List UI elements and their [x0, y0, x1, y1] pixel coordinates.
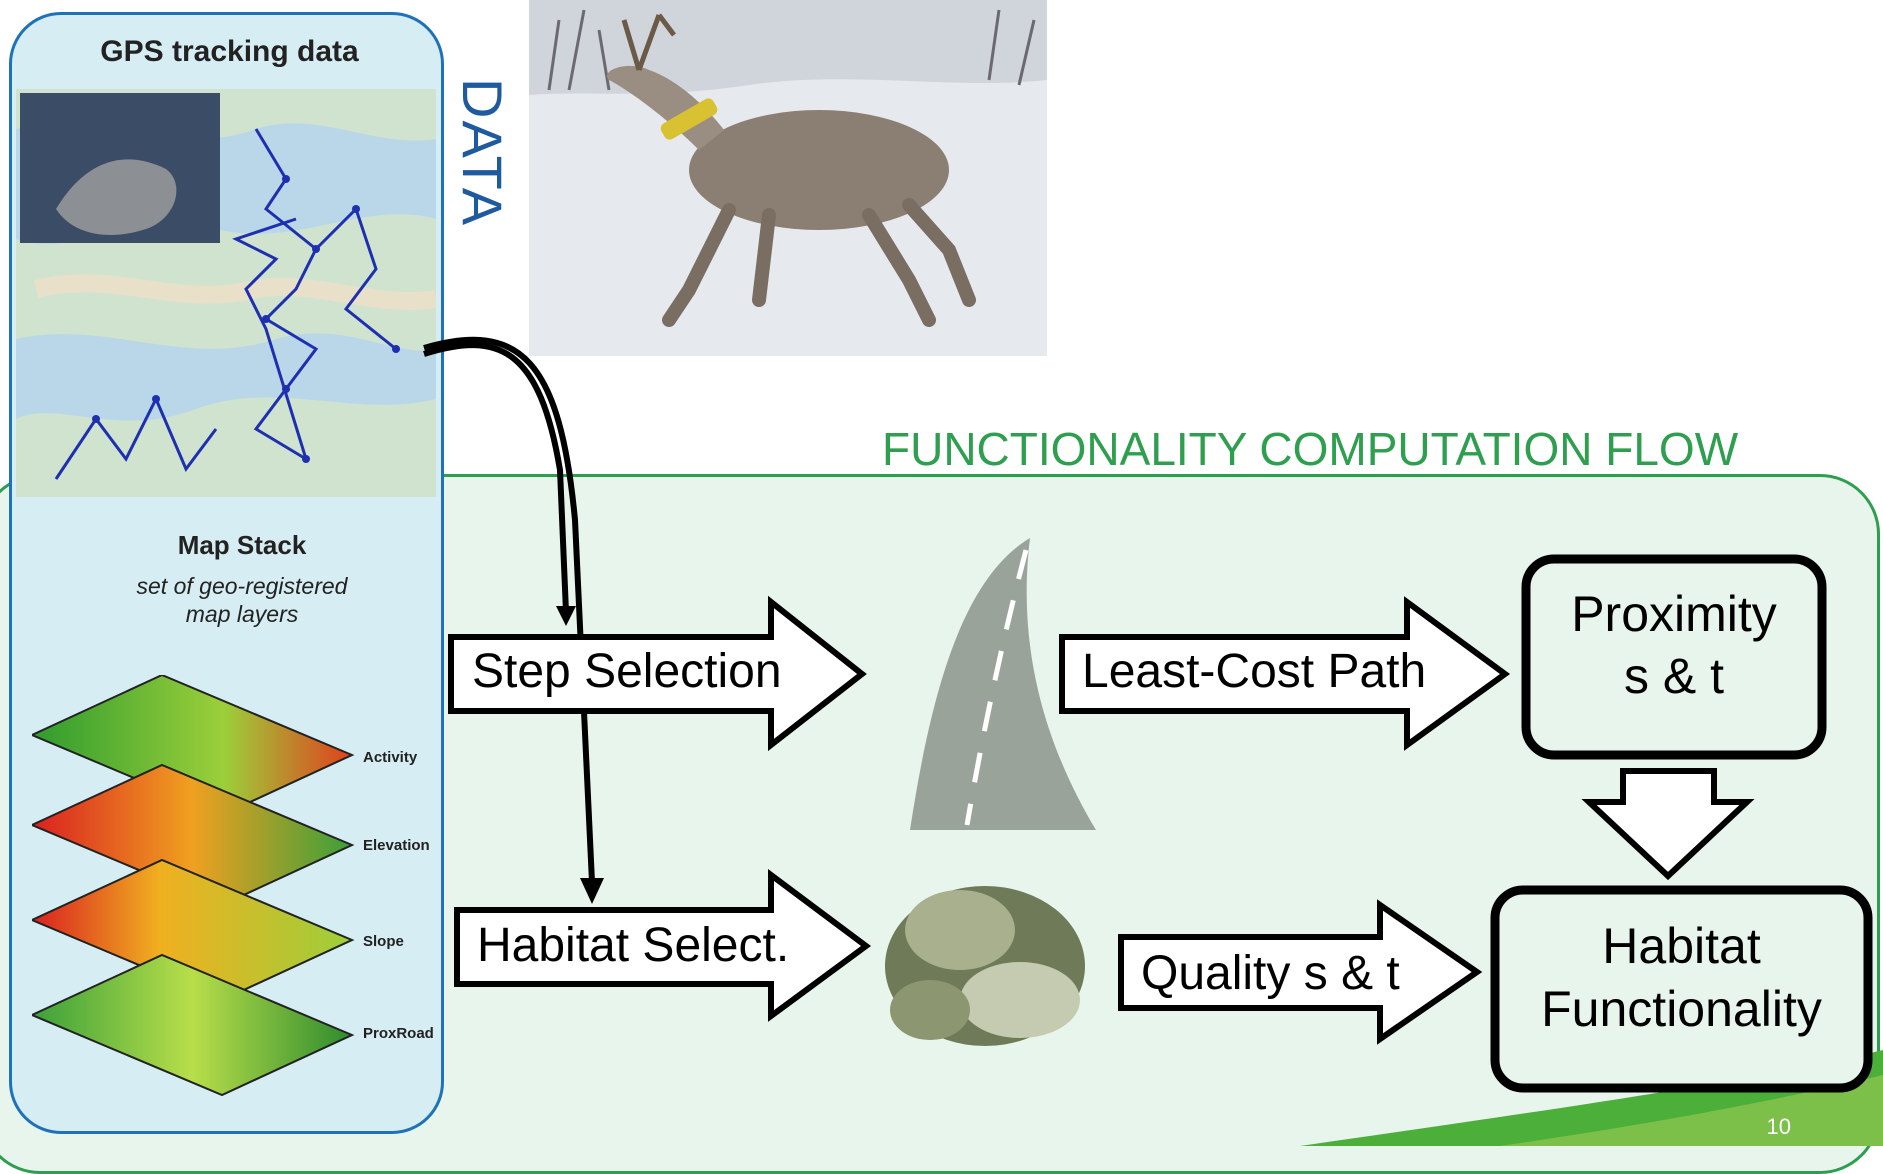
reindeer-head [607, 65, 724, 150]
connector-arrows [423, 336, 1873, 1093]
proximity-label-line1: Proximity [1571, 586, 1777, 642]
gps-map-image [16, 89, 436, 497]
map-terrain [33, 274, 436, 311]
step-selection-arrow [448, 595, 867, 752]
flow-title: FUNCTIONALITY COMPUTATION FLOW [882, 423, 1739, 475]
gps-collar [660, 98, 718, 140]
gps-point [312, 245, 320, 253]
gps-points [92, 175, 400, 463]
map-stack-subtitle-1: set of geo-registered [136, 573, 348, 599]
map-stack-image [32, 675, 355, 1097]
slide-number: 10 [1766, 1114, 1791, 1139]
connector-to-habitat-select [423, 336, 595, 883]
habitat-functionality-line1: Habitat [1602, 918, 1761, 974]
down-arrow [1581, 768, 1755, 881]
gps-title: GPS tracking data [100, 35, 359, 68]
gps-point [352, 205, 360, 213]
connector-arrowhead [580, 878, 604, 904]
data-panel: GPS tracking data Map Stack set of geo-r… [9, 12, 444, 1134]
least-cost-path-arrow [1059, 596, 1511, 751]
layer-label-activity: Activity [363, 749, 418, 766]
reindeer-photo [529, 0, 1047, 356]
gps-point [282, 175, 290, 183]
gps-track-line [314, 206, 397, 351]
lichen-icon [885, 886, 1085, 1046]
habitat-functionality-box [1490, 885, 1873, 1093]
gps-point [152, 395, 160, 403]
swoosh-highlight [1500, 1075, 1883, 1146]
map-stack-title: Map Stack [177, 530, 307, 560]
lichen-shape [890, 980, 970, 1040]
trees [547, 9, 1036, 91]
sky [529, 0, 1047, 95]
connector-to-step-selection [423, 342, 569, 613]
inset-animal [56, 159, 177, 235]
layer-proxroad [32, 953, 355, 1097]
gps-point [282, 385, 290, 393]
footer-swoosh [1300, 1050, 1883, 1146]
layer-label-elevation: Elevation [363, 837, 430, 854]
step-selection-label: Step Selection [472, 645, 782, 698]
map-stack-subtitle-2: map layers [185, 601, 299, 627]
connector-arrowhead [556, 606, 576, 626]
gps-point [92, 415, 100, 423]
map-lake [16, 333, 436, 421]
layer-label-proxroad: ProxRoad [363, 1025, 434, 1042]
lichen-shape [905, 890, 1015, 970]
habitat-select-arrow [454, 869, 872, 1022]
least-cost-path-label: Least-Cost Path [1082, 645, 1427, 698]
quality-label: Quality s & t [1141, 947, 1400, 1000]
proximity-box [1521, 554, 1827, 760]
gps-point [262, 315, 270, 323]
habitat-functionality-line2: Functionality [1541, 981, 1822, 1037]
lichen-shape [960, 962, 1080, 1038]
gps-point [392, 345, 400, 353]
quality-arrow [1118, 899, 1483, 1045]
layer-label-slope: Slope [363, 933, 404, 950]
road-lane [964, 549, 1029, 826]
road-icon [910, 538, 1096, 830]
reindeer-legs [662, 198, 976, 327]
reindeer-antlers [621, 13, 676, 71]
gps-track-line [54, 395, 218, 480]
gps-point [302, 455, 310, 463]
reindeer-body [689, 110, 949, 230]
proximity-label-line2: s & t [1623, 648, 1725, 704]
habitat-select-label: Habitat Select. [477, 919, 790, 972]
